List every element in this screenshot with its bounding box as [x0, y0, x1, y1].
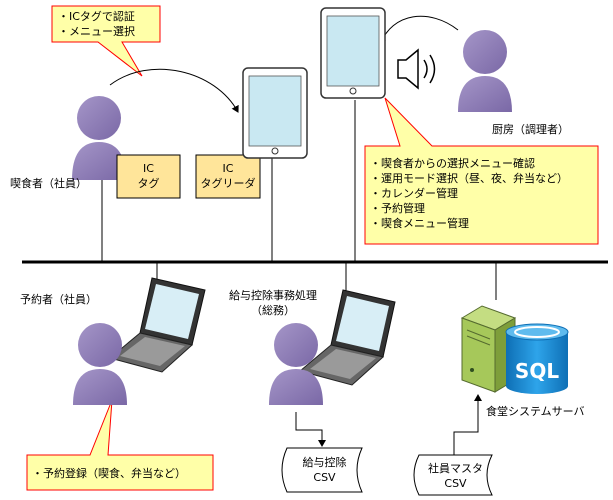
ic-reader-box	[195, 154, 261, 199]
callout-ic-auth	[51, 5, 161, 77]
arrow-payroll-to-csv	[295, 412, 326, 447]
tablet-reader-icon	[242, 67, 308, 159]
kitchen-person-icon	[458, 30, 512, 112]
payroll-person-icon	[269, 323, 323, 405]
payroll-csv-line: 給与控除	[302, 456, 347, 469]
diner-label: 喫食者（社員）	[10, 177, 87, 190]
ic-reader-label-line: IC	[222, 162, 234, 175]
arrow-diner-to-reader	[109, 68, 239, 113]
laptop-payroll-icon	[298, 289, 396, 386]
employee-csv-label: 社員マスタ CSV	[417, 461, 494, 491]
callout-ic-auth-text: ・ICタグで認証 ・メニュー選択	[58, 9, 135, 39]
kitchen-task-line: ・カレンダー管理	[370, 187, 458, 200]
sql-label: SQL	[515, 359, 559, 383]
reserver-person-icon	[73, 323, 127, 405]
tablet-kitchen-icon	[320, 7, 386, 99]
payroll-csv-label: 給与控除 CSV	[287, 455, 362, 485]
reserver-label: 予約者（社員）	[20, 293, 97, 306]
ic-tag-label-line: タグ	[137, 177, 160, 190]
payroll-label: 給与控除事務処理 （総務）	[218, 288, 328, 318]
kitchen-label: 厨房（調理者）	[492, 123, 569, 136]
callout-reservation	[26, 399, 214, 491]
speaker-icon	[397, 48, 436, 90]
payroll-label-line: 給与控除事務処理	[229, 289, 317, 302]
diner-person-icon	[72, 96, 126, 180]
ic-tag-label-line: IC	[143, 162, 154, 175]
kitchen-task-line: ・喫食メニュー管理	[370, 217, 469, 230]
callout-kitchen-tasks-text: ・喫食者からの選択メニュー確認 ・運用モード選択（昼、夜、弁当など） ・カレンダ…	[370, 156, 568, 231]
callout-reservation-text: ・予約登録（喫食、弁当など）	[32, 467, 186, 480]
ic-tag-label: IC タグ	[117, 161, 180, 191]
ic-reader-label: IC タグリーダ	[196, 161, 260, 191]
kitchen-task-line: ・喫食者からの選択メニュー確認	[370, 157, 535, 170]
arrow-kitchen-to-terminal	[378, 15, 459, 46]
payroll-csv-line: CSV	[313, 471, 336, 484]
employee-csv-line: CSV	[444, 477, 467, 490]
kitchen-task-line: ・予約管理	[370, 202, 425, 215]
employee-csv-line: 社員マスタ	[428, 462, 483, 475]
doc-payroll-csv	[281, 447, 363, 493]
server-label: 食堂システムサーバ	[486, 405, 585, 418]
sql-database-icon	[505, 323, 569, 394]
laptop-reserver-icon	[108, 277, 206, 373]
payroll-label-line: （総務）	[251, 304, 295, 317]
callout-ic-auth-line: ・ICタグで認証	[58, 10, 135, 23]
kitchen-task-line: ・運用モード選択（昼、夜、弁当など）	[370, 172, 568, 185]
ic-reader-label-line: タグリーダ	[200, 177, 256, 190]
arrow-employee-csv-to-server	[453, 394, 482, 455]
ic-tag-box	[116, 154, 181, 199]
callout-kitchen-tasks	[364, 97, 599, 245]
callout-ic-auth-line: ・メニュー選択	[58, 25, 135, 38]
doc-employee-csv	[413, 454, 493, 496]
